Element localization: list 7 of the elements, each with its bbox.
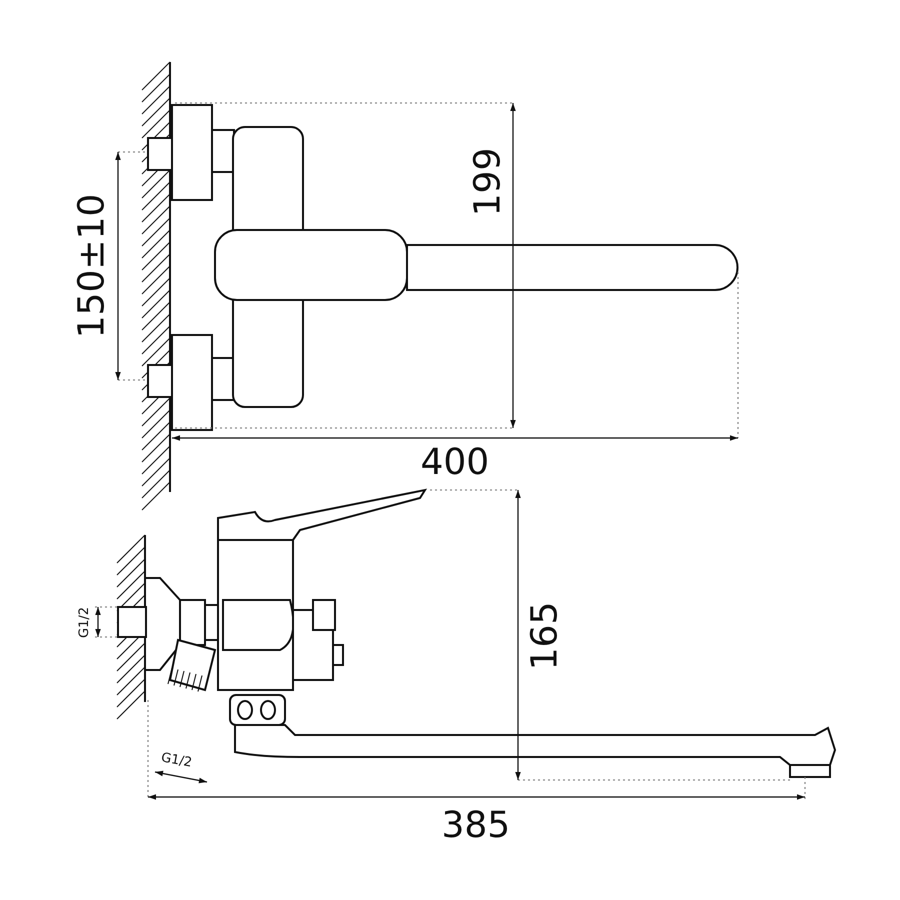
- dimension-label: 150±10: [74, 194, 110, 338]
- dimension-label: 165: [526, 602, 563, 670]
- dimension-label: 385: [442, 808, 510, 844]
- dimension-label: G1/2: [160, 750, 192, 770]
- dimension-label: 199: [470, 148, 506, 216]
- dimension-label: 400: [420, 445, 490, 481]
- dimension-label: G1/2: [78, 606, 90, 638]
